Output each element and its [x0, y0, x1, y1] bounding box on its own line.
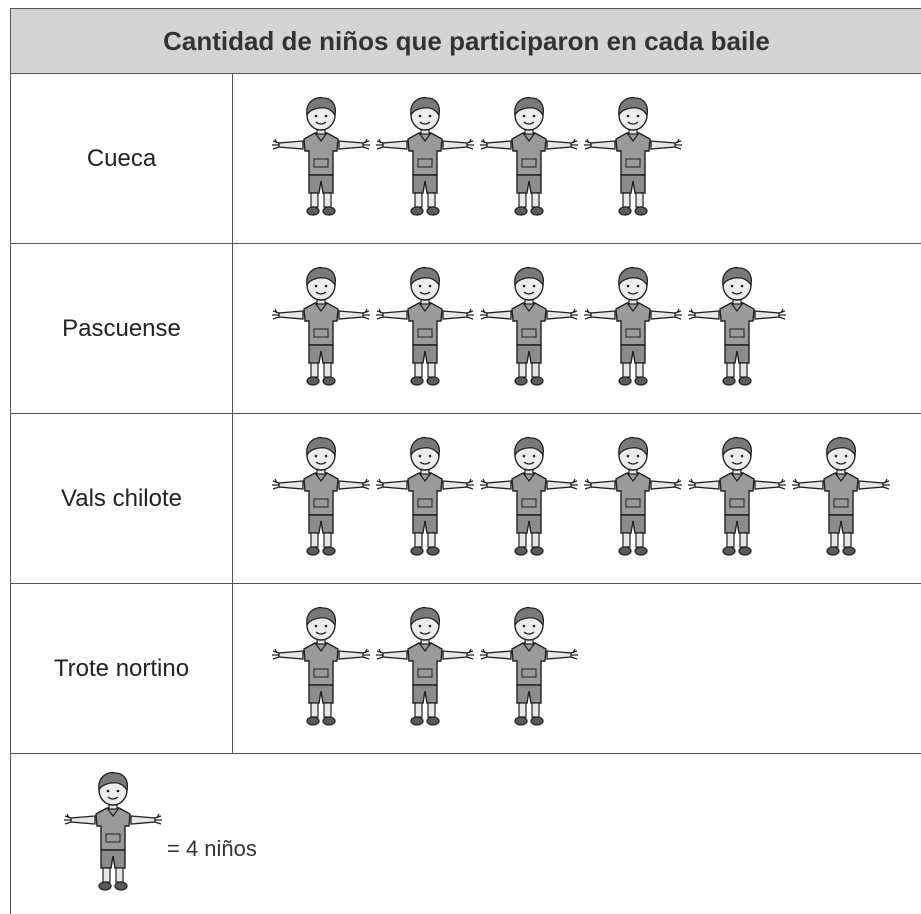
legend-text: = 4 niños [167, 836, 257, 861]
boy-pictogram-icon [375, 605, 475, 733]
boy-pictogram-icon [63, 770, 163, 898]
boy-pictogram-icon [375, 265, 475, 393]
table-row-pascuense: Pascuense [11, 244, 921, 414]
category-label-trote-nortino: Trote nortino [11, 584, 233, 753]
category-label-pascuense: Pascuense [11, 244, 233, 413]
boy-pictogram-icon [375, 435, 475, 563]
boy-pictogram-icon [271, 95, 371, 223]
boy-pictogram-icon [583, 435, 683, 563]
boy-pictogram-icon [791, 435, 891, 563]
icon-cell-pascuense [233, 244, 921, 413]
boy-pictogram-icon [583, 265, 683, 393]
table-row-trote-nortino: Trote nortino [11, 584, 921, 754]
category-label-cueca: Cueca [11, 74, 233, 243]
boy-pictogram-icon [271, 605, 371, 733]
table-row-cueca: Cueca [11, 74, 921, 244]
boy-pictogram-icon [271, 435, 371, 563]
icon-cell-cueca [233, 74, 921, 243]
icon-cell-vals-chilote [233, 414, 921, 583]
boy-pictogram-icon [375, 95, 475, 223]
chart-title: Cantidad de niños que participaron en ca… [11, 9, 921, 74]
boy-pictogram-icon [479, 95, 579, 223]
boy-pictogram-icon [583, 95, 683, 223]
table-row-vals-chilote: Vals chilote [11, 414, 921, 584]
category-label-vals-chilote: Vals chilote [11, 414, 233, 583]
legend: = 4 niños [11, 754, 921, 914]
boy-pictogram-icon [479, 265, 579, 393]
pictograph-table: Cantidad de niños que participaron en ca… [10, 8, 921, 914]
boy-pictogram-icon [479, 435, 579, 563]
boy-pictogram-icon [687, 265, 787, 393]
icon-cell-trote-nortino [233, 584, 921, 753]
boy-pictogram-icon [271, 265, 371, 393]
boy-pictogram-icon [687, 435, 787, 563]
boy-pictogram-icon [479, 605, 579, 733]
